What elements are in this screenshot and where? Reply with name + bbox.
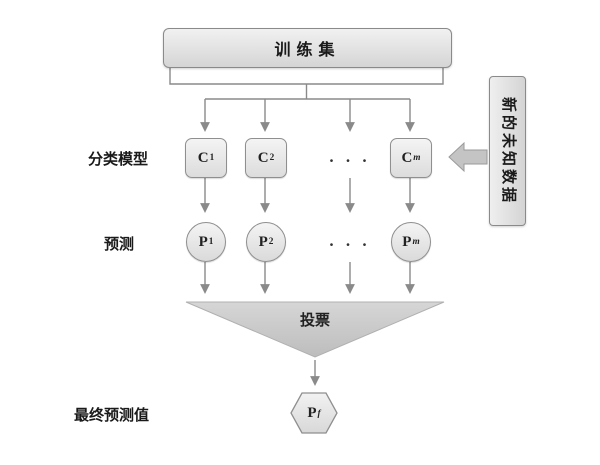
training-set-label: 训练集 — [274, 42, 341, 59]
node-base: P — [258, 233, 268, 250]
prediction-ellipsis: . . . — [329, 231, 371, 250]
new-data-label: 新的未知数据 — [500, 96, 517, 205]
voting-label: 投票 — [299, 312, 330, 329]
classifier-ellipsis: . . . — [329, 147, 371, 166]
label-prediction-row: 预测 — [104, 236, 135, 253]
node-base: P — [198, 233, 208, 250]
voting-funnel — [185, 301, 445, 358]
training-set-box: 训练集 — [163, 28, 452, 68]
node-base: P — [307, 405, 317, 421]
node-base: C — [257, 149, 269, 166]
node-base: C — [401, 149, 413, 166]
training-bracket — [169, 66, 444, 85]
final-hexagon — [290, 392, 338, 434]
new-data-box: 新的未知数据 — [489, 76, 526, 226]
label-classifier-row: 分类模型 — [88, 151, 149, 168]
node-base: P — [402, 233, 412, 250]
node-base: C — [197, 149, 209, 166]
new-data-arrow-icon — [448, 141, 488, 173]
label-final-row: 最终预测值 — [74, 407, 150, 424]
